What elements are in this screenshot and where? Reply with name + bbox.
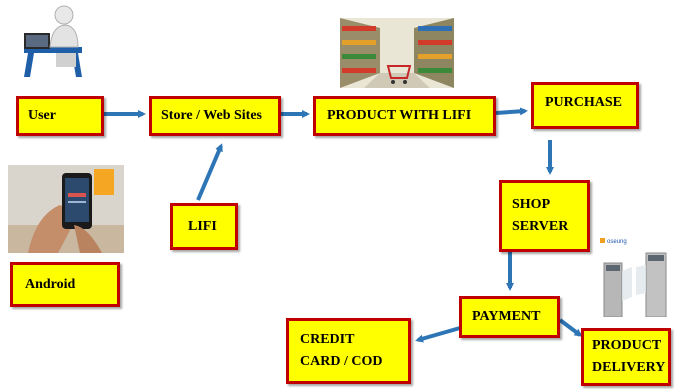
purchase-label: PURCHASE [545, 95, 623, 110]
shop-server-box: SHOP SERVER [499, 180, 590, 252]
android-box: Android [10, 262, 120, 307]
lifi-box: LIFI [170, 203, 238, 250]
store-websites-label: Store / Web Sites [161, 108, 262, 123]
store-websites-box: Store / Web Sites [149, 96, 281, 136]
turnstile-brand-logo: oseung [600, 238, 627, 245]
product-with-lifi-label: PRODUCT WITH LIFI [327, 108, 472, 123]
payment-box: PAYMENT [459, 296, 560, 338]
svg-text:oseung: oseung [607, 239, 627, 245]
product-delivery-box: PRODUCT DELIVERY [581, 328, 671, 386]
arrow-payment-to-delivery [558, 318, 583, 337]
payment-label: PAYMENT [472, 309, 541, 324]
user-box: User [16, 96, 104, 136]
smartphone-in-hand-photo [8, 165, 124, 253]
product-delivery-label: PRODUCT DELIVERY [592, 338, 666, 375]
product-with-lifi-box: PRODUCT WITH LIFI [313, 96, 496, 136]
arrow-product-to-purchase [495, 107, 528, 116]
credit-card-cod-label: CREDIT CARD / COD [300, 332, 383, 369]
supermarket-aisle-photo [340, 18, 454, 88]
shop-server-label: SHOP SERVER [512, 197, 569, 234]
purchase-box: PURCHASE [531, 82, 639, 129]
android-label: Android [25, 276, 76, 292]
turnstile-gate-photo [603, 252, 667, 317]
credit-card-cod-box: CREDIT CARD / COD [286, 318, 411, 384]
arrow-lifi-to-store [196, 143, 223, 201]
computer-user-icon [24, 5, 82, 77]
arrow-payment-to-credit [415, 326, 461, 343]
lifi-label: LIFI [188, 218, 217, 234]
user-label: User [28, 108, 56, 123]
